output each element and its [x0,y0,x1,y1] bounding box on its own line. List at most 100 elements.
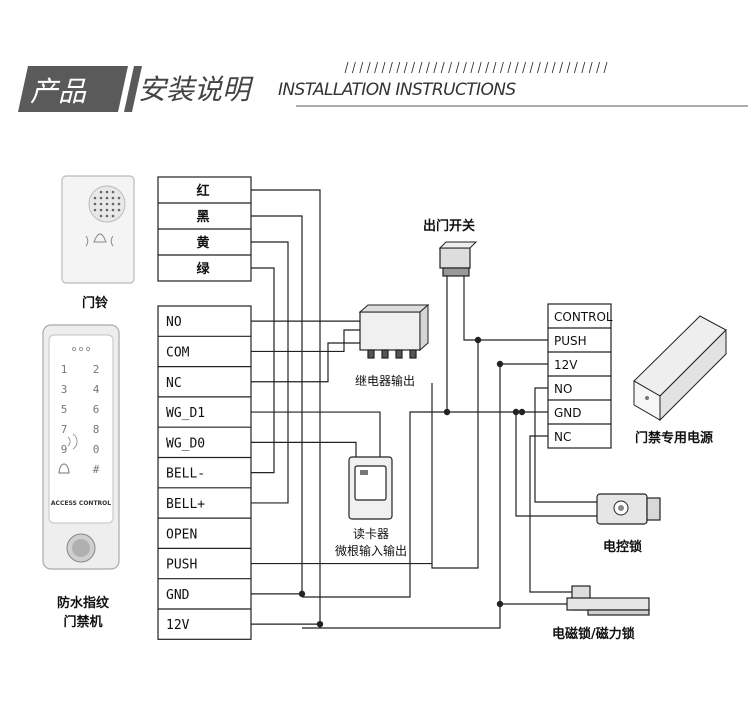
access-panel-label: 防水指纹 门禁机 [56,596,109,630]
wire [251,329,360,353]
hatch-stroke [581,61,586,74]
speaker-hole [111,190,115,194]
terminal-wg-d0: WG_D0 [166,436,205,451]
speaker-hole [117,208,121,212]
hatch-stroke [455,61,460,74]
header-badge [18,66,128,112]
junction-dot [443,408,451,416]
relay-top [358,304,430,313]
header-title-en: INSTALLATION INSTRUCTIONS [278,80,516,100]
hatch-stroke [544,61,549,74]
terminal-no: NO [166,315,182,330]
relay-pin [381,349,389,359]
speaker-hole [105,214,109,218]
hatch-stroke [559,61,563,74]
keypad-key-4: 4 [93,383,100,396]
hatch-stroke [522,61,526,74]
status-led [78,346,84,352]
speaker-hole [93,202,97,206]
relay-body [359,311,421,351]
access-panel-brand: ACCESS CONTROL [51,500,111,507]
speaker-hole [105,190,109,194]
hatch-stroke [477,61,482,74]
keypad-key-0: 0 [93,443,100,456]
speaker-hole [111,196,115,200]
hatch-stroke [352,61,356,74]
speaker-hole [93,196,97,200]
doorbell-label: 门铃 [82,296,109,311]
wire [302,363,548,629]
wire [251,215,303,597]
wire [529,435,572,593]
terminal-gnd: GND [166,588,190,603]
hatch-stroke [418,61,423,74]
power-terminal-nc: NC [554,430,571,444]
terminal-push: PUSH [166,558,197,573]
junction-dot [518,408,526,416]
mag-lock-body [566,597,650,611]
speaker-hole [99,196,103,200]
terminal-12v: 12V [166,618,190,633]
main-terminal-block [157,305,252,640]
terminal-color-2: 黄 [196,235,209,251]
hatch-stroke [433,61,438,74]
speaker-hole [99,190,103,194]
relay-label: 继电器输出 [355,374,416,388]
hatch-stroke [566,61,571,74]
terminal-nc: NC [166,376,182,391]
terminal-open: OPEN [166,527,197,542]
hatch-stroke [463,61,467,74]
relay-pin [367,349,375,359]
speaker-hole [99,214,103,218]
wire [515,412,597,517]
keypad-key-7: 7 [61,423,68,436]
hatch-stroke [507,61,512,74]
hatch-stroke [411,61,415,74]
hatch-stroke [448,61,452,74]
wire [251,411,381,457]
speaker-hole [111,214,115,218]
speaker-hole [93,208,97,212]
electric-lock-keyhole [618,505,624,511]
relay-pin [409,349,417,359]
hatch-stroke [396,61,401,74]
power-terminal-gnd: GND [554,406,582,420]
hatch-stroke [537,61,541,74]
speaker-hole [105,202,109,206]
keypad-key-1: 1 [61,363,68,376]
fingerprint-sensor-inner [72,539,90,557]
keypad-key-#: # [93,463,100,476]
hatch-stroke [588,61,593,74]
keypad-key-3: 3 [61,383,68,396]
card-reader-label: 读卡器 微根输入输出 [334,527,407,558]
nfc-icon [67,433,78,450]
hatch-stroke [359,61,364,74]
hatch-stroke [603,61,608,74]
hatch-stroke [403,61,408,74]
mag-lock-label: 电磁锁/磁力锁 [552,627,635,642]
terminal-com: COM [166,345,190,360]
junction-dot [496,360,504,368]
keypad-key-9: 9 [61,443,68,456]
terminal-wg-d1: WG_D1 [166,406,205,421]
hatch-stroke [574,61,578,74]
hatch-stroke [492,61,497,74]
wire [251,189,321,628]
bell-icon [93,233,107,243]
card-reader-face [354,465,387,501]
junction-dot [298,590,306,598]
exit-button-label: 出门开关 [423,219,476,234]
speaker-hole [111,208,115,212]
terminal-bell-: BELL+ [166,497,205,512]
exit-button-body [439,247,471,269]
hatch-stroke [426,61,430,74]
terminal-color-1: 黑 [196,210,209,225]
keypad-key-8: 8 [93,423,100,436]
power-terminal-no: NO [554,382,572,396]
power-terminal-12v: 12V [554,358,578,372]
wire [302,411,548,598]
electric-lock-side [646,497,661,521]
keypad-key-6: 6 [93,403,100,416]
power-terminal-control: CONTROL [554,310,613,324]
